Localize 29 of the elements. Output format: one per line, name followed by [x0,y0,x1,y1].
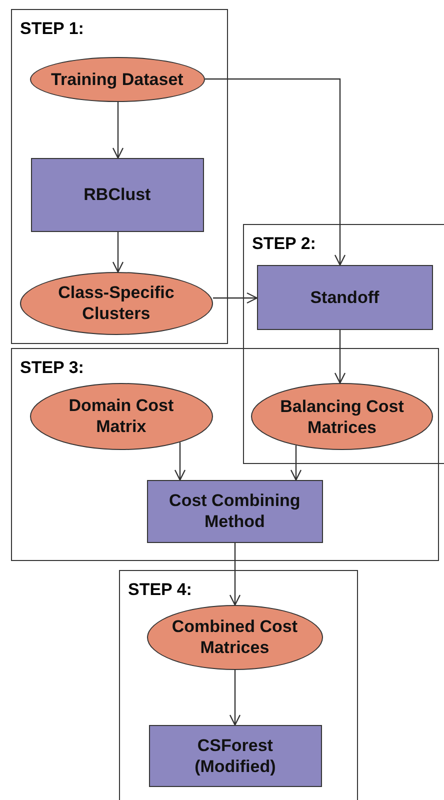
arrow [334,330,346,384]
process-box [148,724,322,787]
arrow [112,102,124,159]
process-box [30,158,204,232]
node-label: Balancing Cost Matrices [279,396,405,438]
step-heading: STEP 3: [20,358,84,378]
node-label: Cost Combining Method [168,490,302,532]
step-heading: STEP 4: [128,580,192,600]
node-label: Standoff [310,286,380,308]
step-panel [11,9,228,344]
arrow [229,670,241,726]
node-label: Combined Cost Matrices [170,616,298,658]
step-heading: STEP 2: [252,234,316,254]
node-label: RBClust [84,184,151,206]
process-box [256,264,433,330]
node-label: Training Dataset [51,68,184,90]
arrow [112,232,124,273]
arrow [229,543,241,606]
process-box [146,480,323,543]
step-panel [243,224,444,464]
step-heading: STEP 1: [20,19,84,39]
arrow [290,445,302,481]
arrow [174,442,186,481]
arrow [205,78,346,266]
node-label: Class-Specific Clusters [57,282,176,324]
node-label: Domain Cost Matrix [68,395,175,438]
node-label: CSForest (Modified) [194,734,277,777]
step-panel [119,570,358,800]
arrow [213,292,258,304]
